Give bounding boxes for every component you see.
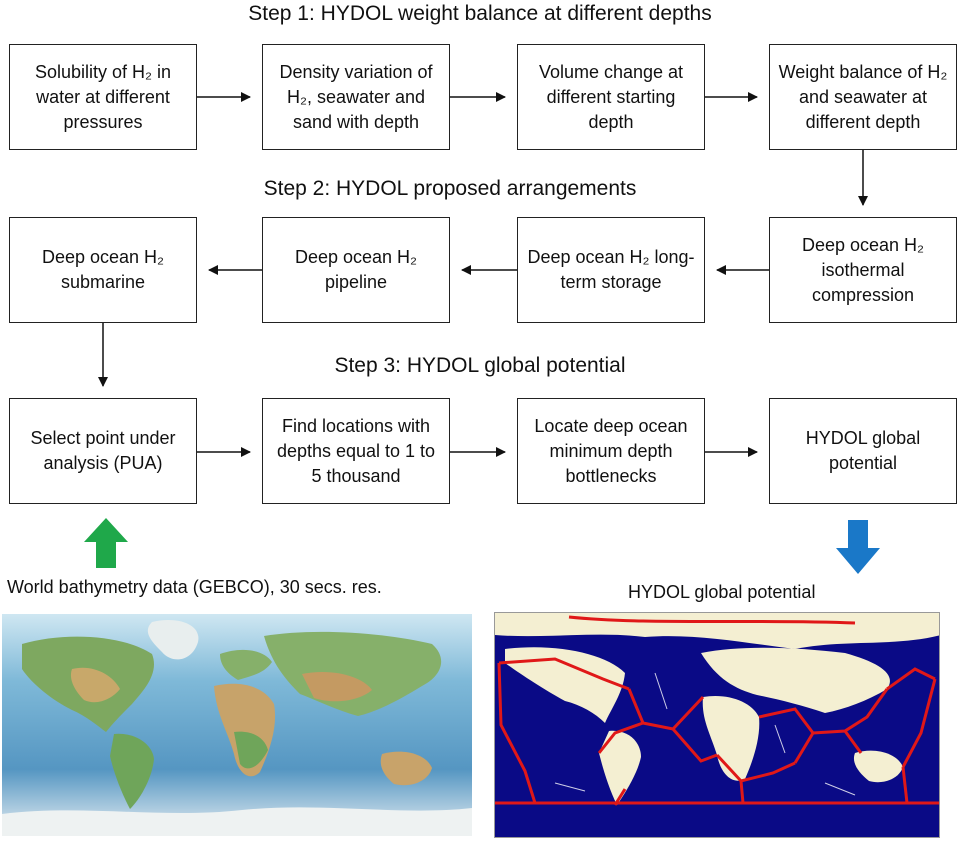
- box-find-locations: Find locations with depths equal to 1 to…: [262, 398, 450, 504]
- box-h2-submarine-label: Deep ocean H₂ submarine: [41, 247, 165, 292]
- hydol-potential-map: [494, 612, 940, 838]
- box-solubility: Solubility of H₂ in water at different p…: [9, 44, 197, 150]
- box-weight-balance-label: Weight balance of H₂ and seawater at dif…: [778, 61, 948, 132]
- output-map-label: HYDOL global potential: [628, 582, 816, 602]
- box-density-variation-label: Density variation of H₂, seawater and sa…: [279, 61, 433, 132]
- box-h2-storage-label: Deep ocean H₂ long-term storage: [527, 247, 695, 292]
- step1-title: Step 1: HYDOL weight balance at differen…: [248, 2, 712, 25]
- box-global-potential: HYDOL global potential: [769, 398, 957, 504]
- box-locate-bottlenecks: Locate deep ocean minimum depth bottlene…: [517, 398, 705, 504]
- input-arrow-icon: [84, 518, 128, 568]
- box-h2-submarine: Deep ocean H₂ submarine: [9, 217, 197, 323]
- box-global-potential-label: HYDOL global potential: [805, 428, 921, 473]
- box-h2-pipeline-label: Deep ocean H₂ pipeline: [294, 247, 418, 292]
- bathymetry-map: [2, 614, 472, 836]
- box-volume-change-label: Volume change at different starting dept…: [538, 61, 684, 132]
- box-h2-pipeline: Deep ocean H₂ pipeline: [262, 217, 450, 323]
- box-locate-bottlenecks-label: Locate deep ocean minimum depth bottlene…: [534, 415, 688, 486]
- box-select-pua: Select point under analysis (PUA): [9, 398, 197, 504]
- box-select-pua-label: Select point under analysis (PUA): [30, 428, 176, 473]
- box-volume-change: Volume change at different starting dept…: [517, 44, 705, 150]
- box-h2-storage: Deep ocean H₂ long-term storage: [517, 217, 705, 323]
- box-find-locations-label: Find locations with depths equal to 1 to…: [276, 415, 436, 486]
- box-density-variation: Density variation of H₂, seawater and sa…: [262, 44, 450, 150]
- output-arrow-icon: [836, 520, 880, 574]
- input-data-label: World bathymetry data (GEBCO), 30 secs. …: [7, 577, 382, 597]
- box-h2-compression: Deep ocean H₂ isothermal compression: [769, 217, 957, 323]
- box-h2-compression-label: Deep ocean H₂ isothermal compression: [801, 234, 925, 305]
- step2-title: Step 2: HYDOL proposed arrangements: [263, 177, 637, 200]
- box-weight-balance: Weight balance of H₂ and seawater at dif…: [769, 44, 957, 150]
- box-solubility-label: Solubility of H₂ in water at different p…: [34, 61, 172, 132]
- step3-title: Step 3: HYDOL global potential: [334, 354, 626, 377]
